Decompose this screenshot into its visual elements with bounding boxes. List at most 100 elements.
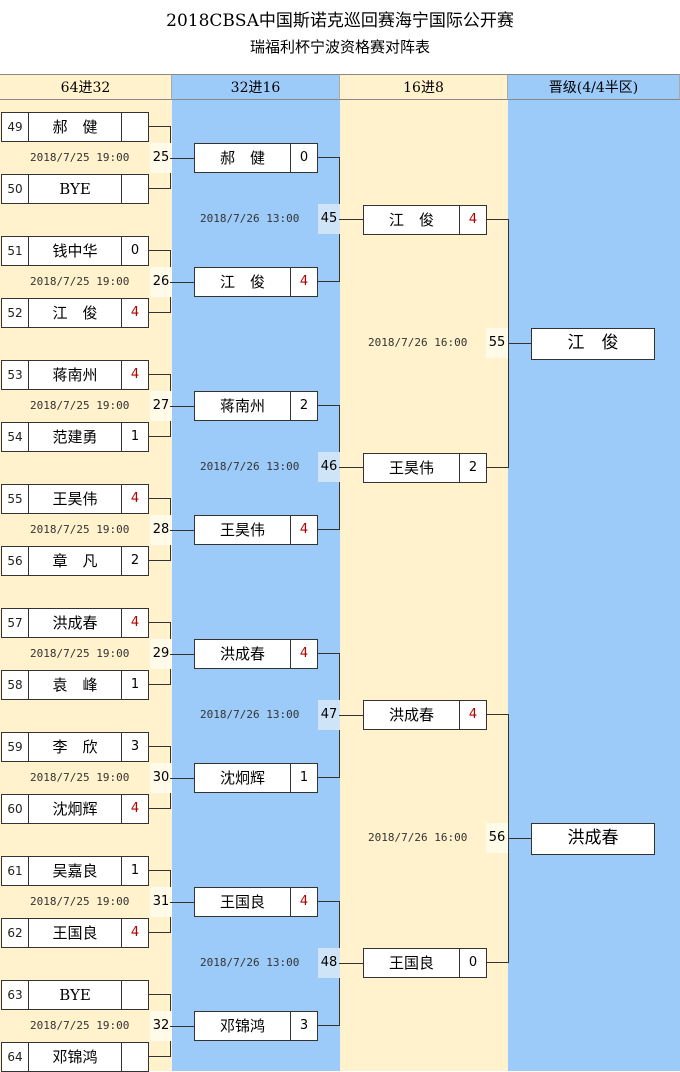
- player-score: 0: [459, 949, 486, 977]
- player-name: 郝 健: [219, 149, 265, 167]
- round-header: 64进32: [0, 74, 172, 100]
- bracket-line: [508, 838, 531, 839]
- player-name: 钱中华: [52, 242, 98, 260]
- player-score: 4: [459, 701, 486, 729]
- player-slot[interactable]: 54 范建勇 1: [1, 422, 149, 452]
- player-name: 沈炯辉: [52, 800, 98, 818]
- match-date: 2018/7/26 16:00: [368, 831, 468, 844]
- qualified-player[interactable]: 洪成春: [531, 823, 655, 855]
- player-score: [121, 113, 148, 141]
- match-number: 56: [486, 823, 508, 853]
- bracket-line: [318, 281, 339, 282]
- match-date: 2018/7/25 19:00: [30, 771, 130, 784]
- match-number: 48: [318, 948, 340, 978]
- match-number: 46: [318, 452, 340, 482]
- player-score: 1: [121, 857, 148, 885]
- player-name: 王昊伟: [388, 459, 434, 477]
- seed-number: 57: [2, 609, 29, 637]
- match-number: 45: [318, 204, 340, 234]
- player-name: 江 俊: [567, 333, 619, 353]
- player-name: 李 欣: [52, 738, 98, 756]
- seed-number: 61: [2, 857, 29, 885]
- player-score: 4: [121, 919, 148, 947]
- page-subtitle: 瑞福利杯宁波资格赛对阵表: [249, 38, 430, 56]
- bracket-line: [149, 498, 170, 499]
- qualified-player[interactable]: 江 俊: [531, 328, 655, 360]
- player-slot[interactable]: 58 袁 峰 1: [1, 670, 149, 700]
- seed-number: 64: [2, 1043, 29, 1071]
- match-date: 2018/7/26 13:00: [200, 212, 300, 225]
- player-name: 洪成春: [388, 706, 434, 724]
- round-column: [508, 74, 680, 1071]
- player-name: 郝 健: [52, 118, 98, 136]
- player-name: BYE: [59, 986, 91, 1004]
- player-score: 4: [121, 795, 148, 823]
- player-name: 袁 峰: [52, 676, 98, 694]
- match-number: 31: [150, 887, 172, 917]
- bracket-line: [149, 932, 170, 933]
- seed-number: 53: [2, 361, 29, 389]
- bracket-line: [339, 467, 363, 468]
- match-number: 30: [150, 763, 172, 793]
- player-score: 4: [290, 888, 317, 916]
- player-score: 1: [121, 423, 148, 451]
- bracket-line: [508, 343, 531, 344]
- player-slot[interactable]: 62 王国良 4: [1, 918, 149, 948]
- bracket-line: [170, 1026, 194, 1027]
- seed-number: 62: [2, 919, 29, 947]
- bracket-line: [149, 994, 170, 995]
- bracket-line: [318, 157, 339, 158]
- match-date: 2018/7/26 13:00: [200, 460, 300, 473]
- match-date: 2018/7/25 19:00: [30, 647, 130, 660]
- player-name: 吴嘉良: [52, 862, 98, 880]
- player-name: 范建勇: [52, 428, 98, 446]
- seed-number: 54: [2, 423, 29, 451]
- player-slot[interactable]: 洪成春 4: [363, 700, 487, 730]
- bracket-line: [487, 219, 508, 220]
- match-number: 27: [150, 391, 172, 421]
- player-score: 1: [121, 671, 148, 699]
- bracket-line: [170, 778, 194, 779]
- player-slot[interactable]: 51 钱中华 0: [1, 236, 149, 266]
- seed-number: 58: [2, 671, 29, 699]
- match-date: 2018/7/26 13:00: [200, 956, 300, 969]
- bracket-line: [487, 714, 508, 715]
- player-name: 王国良: [219, 893, 265, 911]
- round-header: 晋级(4/4半区): [508, 74, 680, 100]
- player-score: 0: [121, 237, 148, 265]
- bracket-line: [318, 1025, 339, 1026]
- player-score: 2: [290, 392, 317, 420]
- player-name: 江 俊: [219, 273, 265, 291]
- player-slot[interactable]: 61 吴嘉良 1: [1, 856, 149, 886]
- player-slot[interactable]: 王国良 4: [194, 887, 318, 917]
- player-name: 王国良: [52, 924, 98, 942]
- seed-number: 51: [2, 237, 29, 265]
- seed-number: 55: [2, 485, 29, 513]
- player-score: 4: [459, 206, 486, 234]
- bracket-line: [149, 560, 170, 561]
- player-name: 王昊伟: [219, 521, 265, 539]
- bracket-line: [149, 808, 170, 809]
- bracket-line: [149, 436, 170, 437]
